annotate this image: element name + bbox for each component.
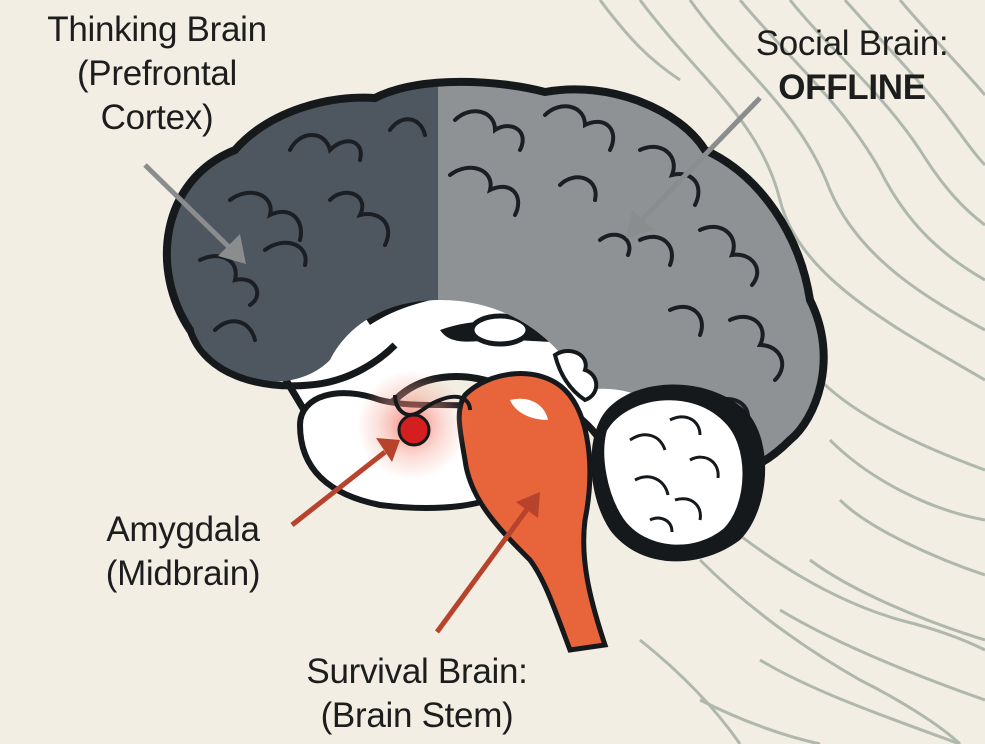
thinking-brain-label: Thinking Brain (Prefrontal Cortex) bbox=[22, 8, 292, 140]
amygdala bbox=[399, 415, 429, 445]
thinking-brain-line1: Thinking Brain bbox=[22, 8, 292, 52]
amygdala-line2: (Midbrain) bbox=[78, 552, 288, 596]
cerebellum bbox=[602, 398, 744, 546]
social-brain-line1: Social Brain: bbox=[732, 22, 972, 66]
thinking-brain-line3: Cortex) bbox=[22, 96, 292, 140]
survival-brain-line1: Survival Brain: bbox=[272, 650, 562, 694]
thinking-brain-line2: (Prefrontal bbox=[22, 52, 292, 96]
survival-brain-line2: (Brain Stem) bbox=[272, 694, 562, 738]
amygdala-label: Amygdala (Midbrain) bbox=[78, 508, 288, 596]
survival-brain-label: Survival Brain: (Brain Stem) bbox=[272, 650, 562, 738]
social-brain-label: Social Brain: OFFLINE bbox=[732, 22, 972, 110]
amygdala-line1: Amygdala bbox=[78, 508, 288, 552]
social-brain-status: OFFLINE bbox=[732, 66, 972, 110]
